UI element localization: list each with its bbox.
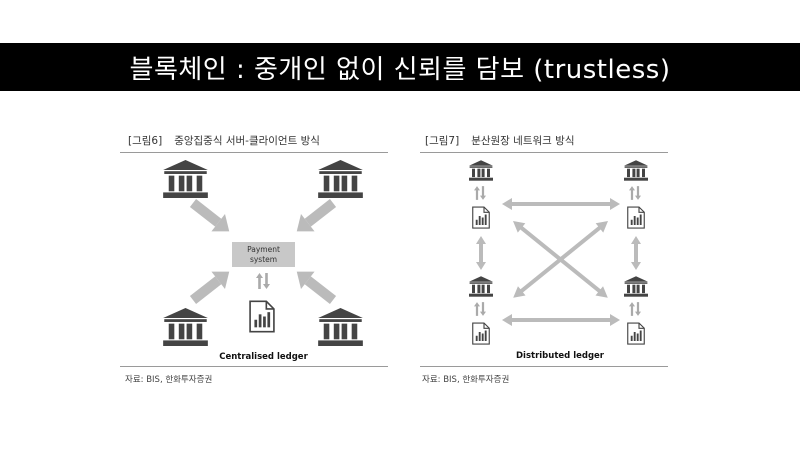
arrow-top-left [189, 199, 230, 232]
bank-icon [469, 276, 493, 297]
ledger-document-icon [472, 322, 490, 345]
figure-right-title: 분산원장 네트워크 방식 [471, 135, 575, 147]
arrow-right-vertical [631, 236, 641, 270]
figure-left-number: [그림6] [128, 135, 163, 147]
figure-left-caption: [그림6] 중앙집중식 서버-클라이언트 방식 [128, 133, 320, 148]
figure-left-title: 중앙집중식 서버-클라이언트 방식 [174, 135, 320, 147]
figure-left-bottom-rule [120, 366, 388, 367]
arrow-top-right [296, 199, 337, 232]
centralised-diagram: Payment system Centralised ledger [163, 160, 363, 362]
bank-icon [318, 308, 363, 346]
bank-icon [163, 308, 208, 346]
slide-title: 블록체인 : 중개인 없이 신뢰를 담보 (trustless) [0, 43, 800, 91]
bank-icon [163, 160, 208, 198]
bank-icon [624, 276, 648, 297]
figure-left-source: 자료: BIS, 한화투자증권 [125, 375, 213, 385]
ledger-document-icon [627, 322, 645, 345]
ledger-document-icon [472, 206, 490, 229]
arrow-bottom-right [296, 271, 337, 304]
figure-right-caption: [그림7] 분산원장 네트워크 방식 [425, 133, 574, 148]
peer-links [476, 198, 641, 326]
payment-system-label-1: Payment [247, 245, 280, 254]
arrow-bottom-horizontal [502, 314, 620, 326]
exchange-arrows-icon [474, 302, 486, 316]
arrow-bottom-left [189, 271, 230, 304]
inbound-arrows [189, 199, 337, 304]
distributed-diagram: Distributed ledger [469, 160, 648, 361]
payment-system-label-2: system [250, 255, 277, 264]
bank-icon [318, 160, 363, 198]
figure-right-source: 자료: BIS, 한화투자증권 [422, 375, 510, 385]
distributed-ledger-label: Distributed ledger [516, 351, 605, 361]
exchange-arrows-icon [474, 186, 486, 200]
ledger-document-icon [249, 300, 275, 333]
ledger-document-icon [627, 206, 645, 229]
bank-icon [624, 160, 648, 181]
centralised-ledger-label: Centralised ledger [219, 352, 308, 362]
arrow-diagonal-2 [513, 221, 608, 298]
exchange-arrows-icon [629, 302, 641, 316]
figure-right-number: [그림7] [425, 135, 460, 147]
figure-right-top-rule [420, 152, 668, 153]
arrow-left-vertical [476, 236, 486, 270]
exchange-arrows-icon [256, 273, 270, 289]
payment-system-box [232, 242, 295, 267]
arrow-top-horizontal [502, 198, 620, 210]
bank-icon [469, 160, 493, 181]
exchange-arrows-icon [629, 186, 641, 200]
figure-left-top-rule [120, 152, 388, 153]
figure-right-bottom-rule [420, 366, 668, 367]
